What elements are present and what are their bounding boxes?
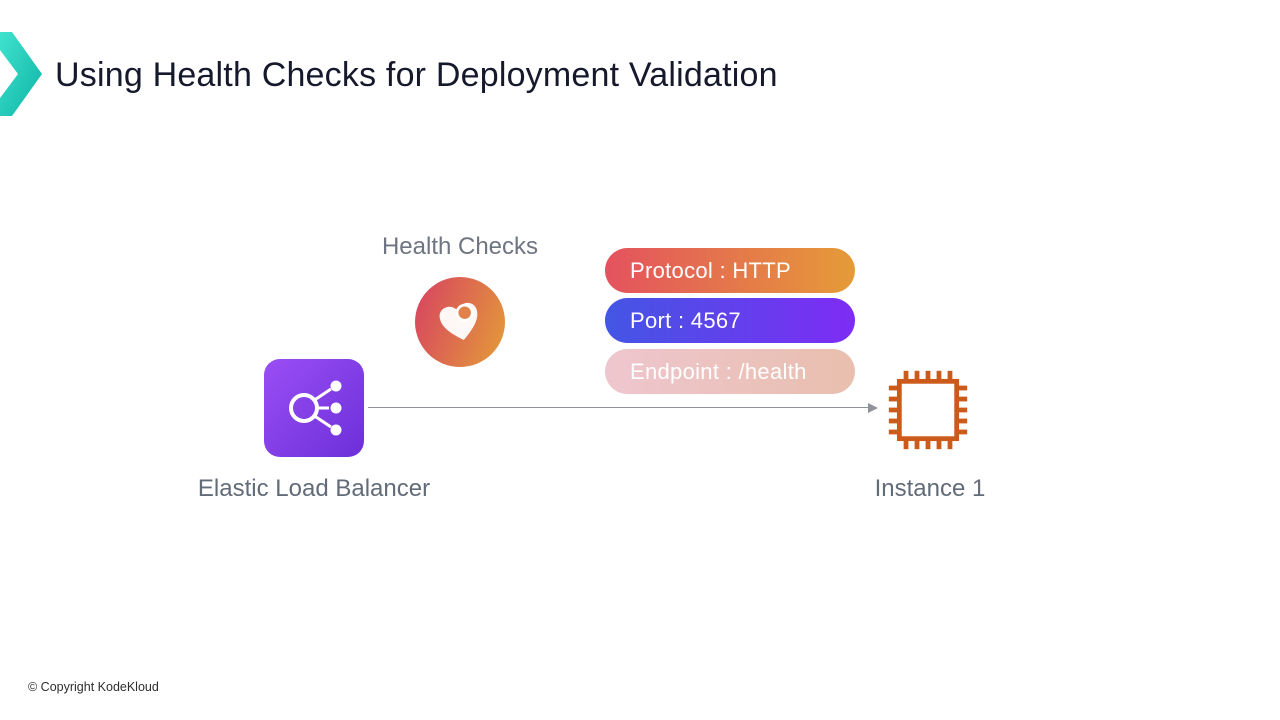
port-pill: Port : 4567 <box>605 298 855 343</box>
connection-arrow-line <box>368 407 870 408</box>
port-pill-label: Port : 4567 <box>630 307 741 333</box>
page-title: Using Health Checks for Deployment Valid… <box>55 56 778 94</box>
protocol-pill-label: Protocol : HTTP <box>630 257 791 283</box>
kodekloud-chevron-icon <box>0 32 42 116</box>
connection-arrow-head <box>868 402 878 413</box>
protocol-pill: Protocol : HTTP <box>605 248 855 293</box>
elb-label: Elastic Load Balancer <box>197 475 431 502</box>
health-checks-label: Health Checks <box>381 233 539 260</box>
health-check-heart-icon <box>415 277 505 367</box>
instance-label: Instance 1 <box>874 475 986 502</box>
endpoint-pill: Endpoint : /health <box>605 349 855 394</box>
elastic-load-balancer-icon <box>264 359 364 457</box>
endpoint-pill-label: Endpoint : /health <box>630 358 807 384</box>
instance-chip-icon <box>884 366 972 454</box>
copyright-footer: © Copyright KodeKloud <box>28 680 159 694</box>
